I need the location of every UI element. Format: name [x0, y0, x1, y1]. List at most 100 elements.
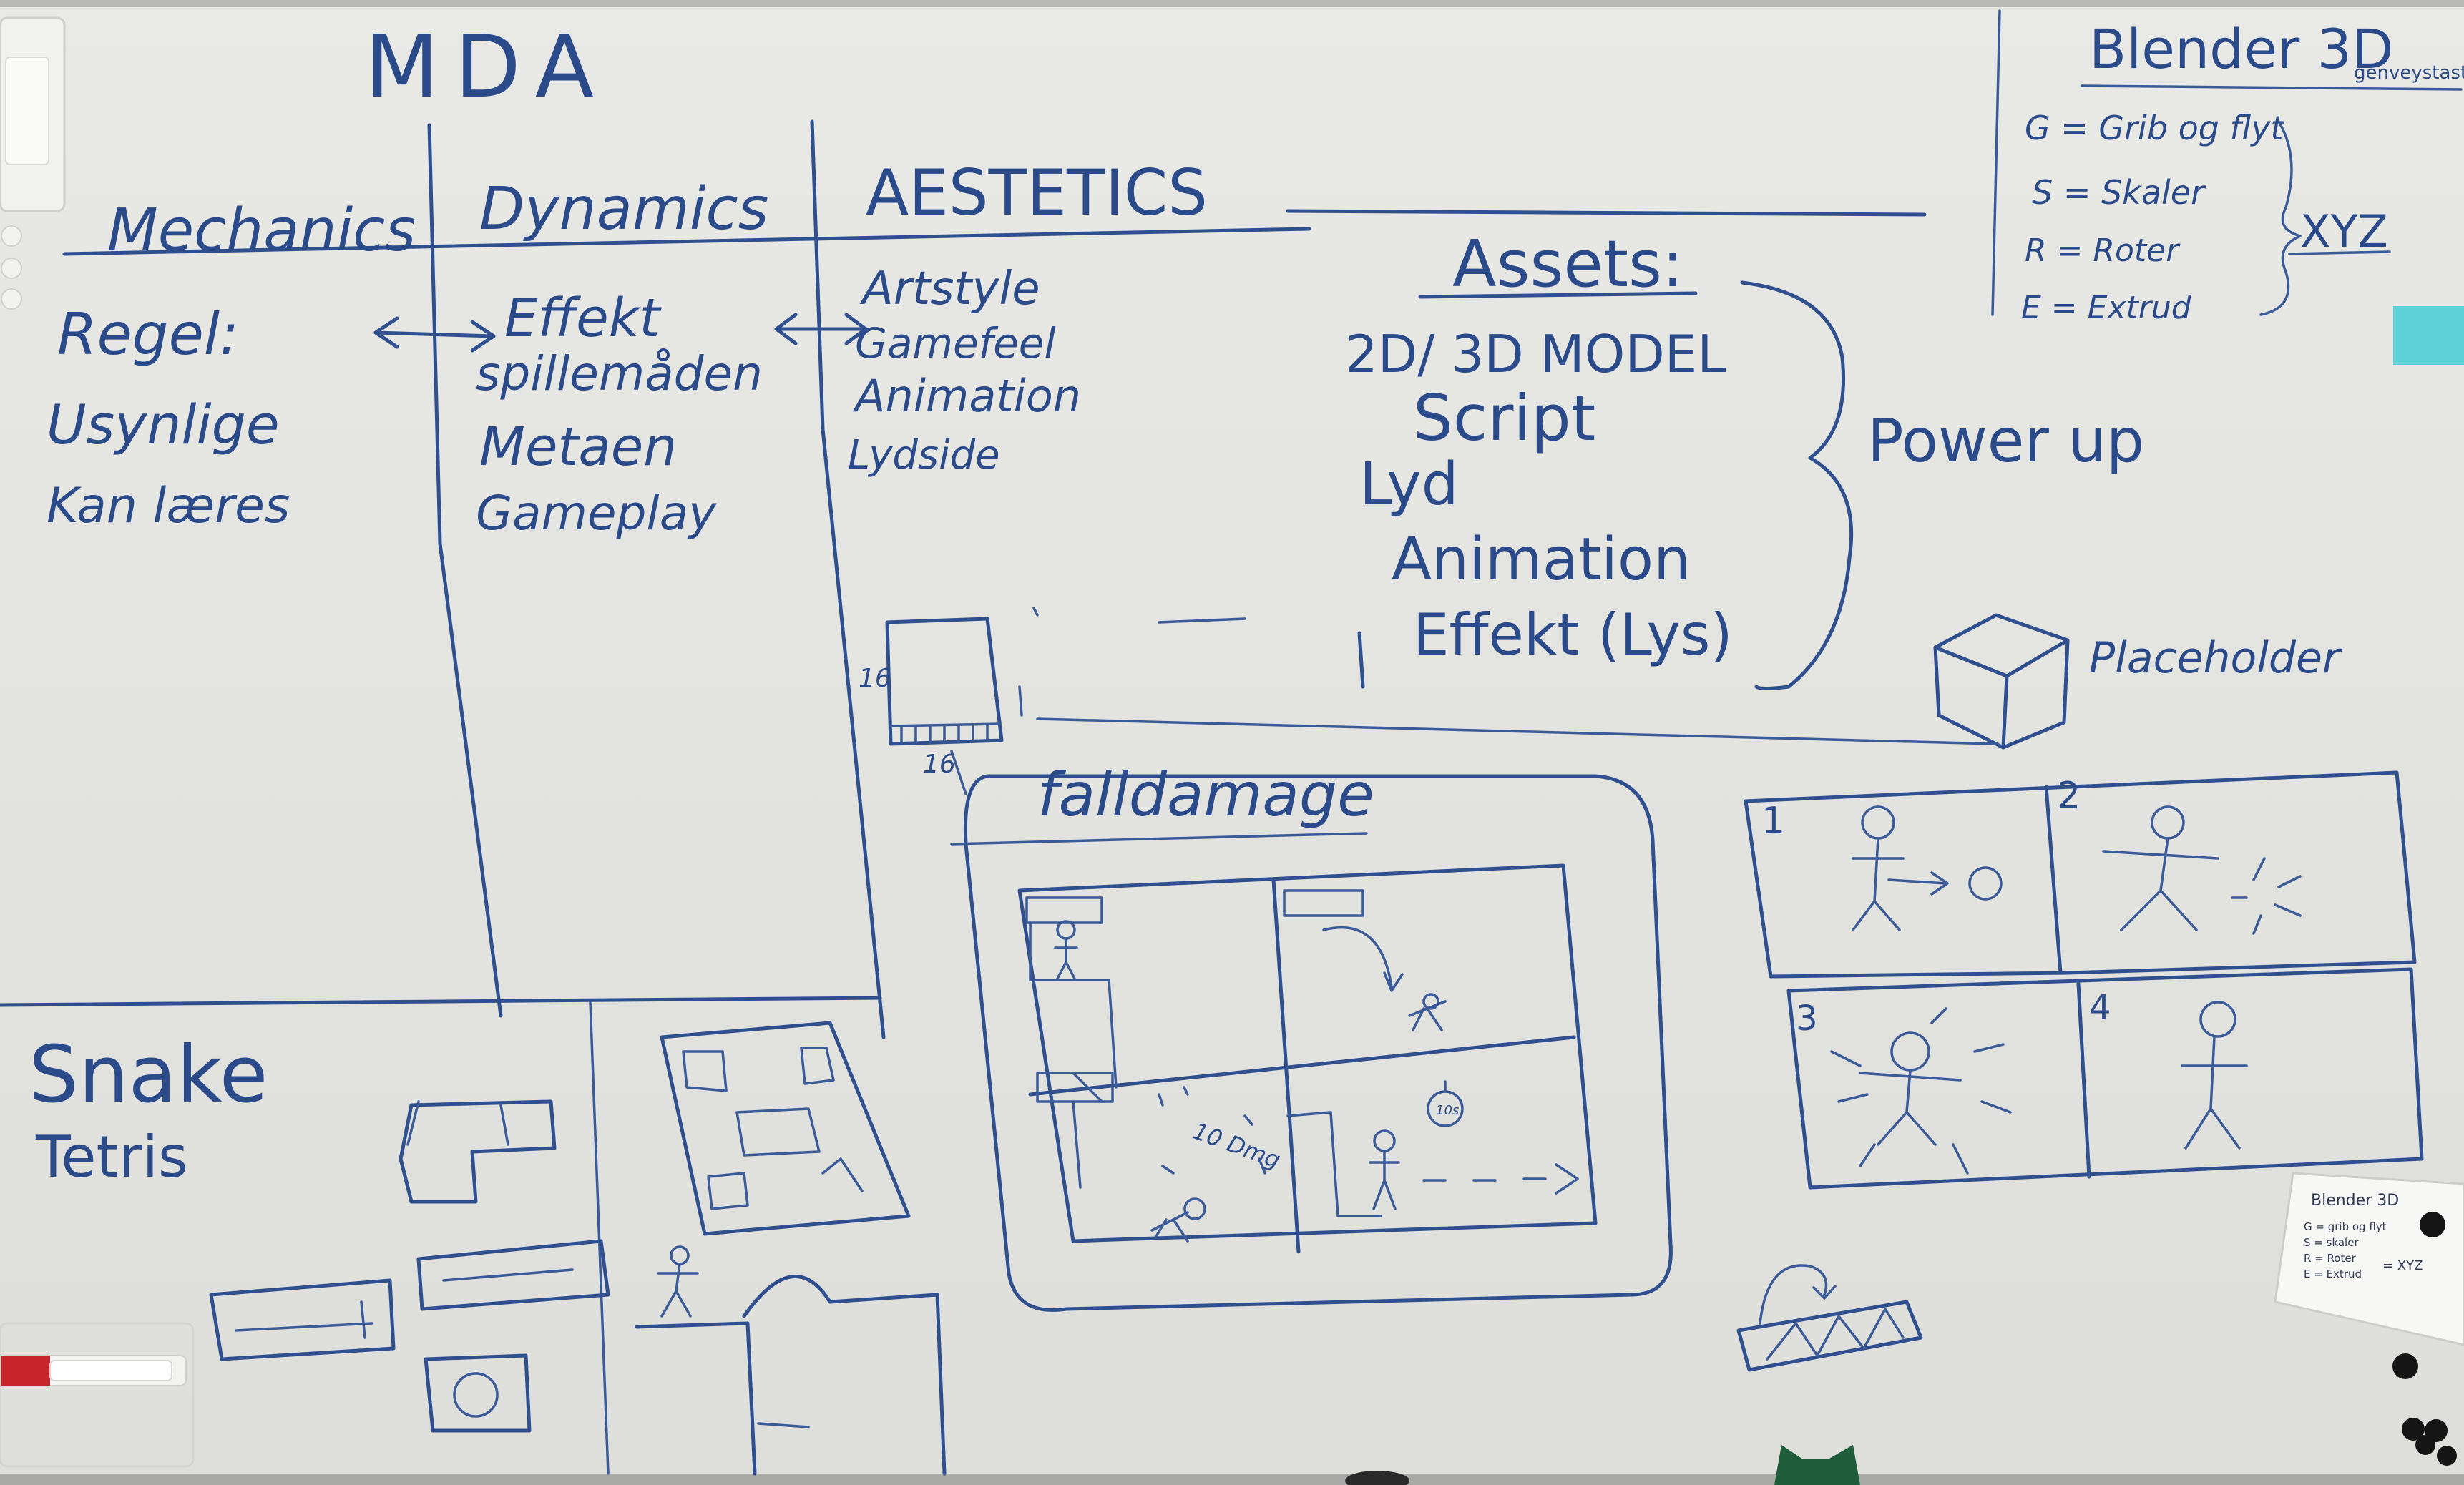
paper-note[interactable]: Blender 3D G = grib og flyt S = skaler R… — [2274, 1172, 2464, 1346]
assets-item: Lyd — [1359, 451, 1459, 519]
aesthetics-line: Gamefeel — [855, 319, 1056, 368]
comic-divider — [2044, 785, 2063, 975]
comic-frame-top — [1744, 770, 2417, 979]
magnet — [2437, 1446, 2457, 1466]
blender-underline — [2081, 84, 2463, 91]
note-line: G = grib og flyt — [2304, 1220, 2387, 1233]
comic-frame-bottom — [1786, 967, 2424, 1190]
dash-mark — [1032, 607, 1039, 617]
stick-figure-jump — [1283, 889, 1447, 1031]
tetris-piece-sketch — [399, 1099, 557, 1204]
panel-number: 2 — [2057, 775, 2081, 818]
heading-line — [950, 832, 1368, 846]
section-divider-vertical — [589, 1000, 610, 1475]
bomb-label: 10s — [1436, 1103, 1459, 1118]
aesthetics-line: Artstyle — [859, 263, 1040, 315]
sprite-square-sketch — [885, 617, 1004, 746]
magnet — [2392, 1353, 2418, 1379]
cube-sketch — [1933, 613, 2070, 750]
dark-object — [1345, 1471, 1409, 1485]
falldamage-frame — [963, 774, 1673, 1312]
dash-mark — [1018, 685, 1023, 717]
note-title: Blender 3D — [2311, 1192, 2399, 1210]
falldamage-heading: falldamage — [1037, 760, 1374, 830]
blender-shortcut: E = Extrud — [2021, 290, 2192, 326]
impact-marks — [1158, 1086, 1266, 1175]
assets-item: 2D/ 3D MODEL — [1345, 324, 1726, 384]
level-map-sketch — [660, 1021, 911, 1236]
dash-mark — [950, 750, 967, 795]
double-arrow-icon — [373, 316, 496, 353]
mechanics-line: Kan læres — [47, 478, 290, 534]
stick-figure-panel-3 — [1830, 1007, 2012, 1175]
mda-header-line — [62, 227, 1311, 256]
magnet — [1, 258, 22, 279]
magnet — [2415, 1435, 2435, 1455]
curly-brace — [1740, 280, 1854, 690]
sprite-size-label: 16 — [923, 750, 956, 779]
stick-figure-ledge — [635, 1245, 947, 1476]
note-line: R = Roter — [2304, 1252, 2357, 1265]
dash-mark — [1158, 617, 1246, 624]
magnet — [1, 225, 22, 247]
stick-figure-damage — [1036, 1072, 1206, 1243]
mda-title: MDA — [365, 18, 610, 117]
aesthetics-line: Animation — [852, 370, 1081, 422]
platform-sketch — [209, 1239, 610, 1433]
game-example: Snake — [29, 1029, 268, 1120]
blender-shortcut: R = Roter — [2025, 232, 2181, 269]
note-axes: = XYZ — [2382, 1258, 2423, 1273]
stick-figure-panel-2 — [2102, 805, 2302, 935]
dynamics-line: Effekt — [504, 288, 663, 349]
red-marker[interactable] — [0, 1355, 187, 1386]
divider-line — [1036, 717, 1998, 745]
game-example: Tetris — [35, 1124, 188, 1190]
mechanics-heading: Mechanics — [107, 197, 416, 265]
truss-doodle — [1736, 1264, 1923, 1372]
mda-divider-1 — [427, 123, 503, 1018]
blender-shortcut: G = Grib og flyt — [2025, 109, 2284, 147]
blender-divider — [1991, 9, 2001, 316]
comic-grid — [1017, 863, 1598, 1243]
assets-item: Effekt (Lys) — [1413, 602, 1733, 668]
blender-title: Blender 3D — [2089, 17, 2393, 81]
green-figure — [1774, 1445, 1860, 1485]
dynamics-heading: Dynamics — [479, 175, 768, 243]
marker-tray — [0, 1322, 195, 1468]
assets-underline — [1418, 291, 1698, 299]
assets-item: Animation — [1392, 526, 1691, 594]
mechanics-line: Regel: — [57, 301, 239, 368]
double-arrow-icon — [774, 313, 868, 345]
magnet — [1, 288, 22, 310]
dynamics-line: spillemåden — [476, 346, 763, 401]
blender-subtitle: genveystaster — [2354, 62, 2464, 84]
stick-figure-on-ledge — [1025, 896, 1118, 1089]
board-frame-top — [0, 0, 2464, 7]
stick-figure-walking — [1286, 1080, 1579, 1217]
aesthetics-heading: AESTETICS — [866, 156, 1208, 230]
magnet — [2402, 1418, 2425, 1441]
assets-item: Script — [1413, 381, 1595, 455]
magnet — [2420, 1212, 2445, 1238]
panel-number: 4 — [2089, 988, 2111, 1028]
mda-divider-2 — [810, 119, 886, 1039]
stick-figure-panel-1 — [1852, 805, 2003, 931]
panel-number: 1 — [1761, 800, 1785, 843]
powerup-label: Power up — [1867, 406, 2144, 476]
axes-underline — [2288, 250, 2391, 255]
note-line: E = Extrud — [2304, 1268, 2362, 1280]
aesthetics-line: Lydside — [848, 432, 1000, 479]
wall-switch — [0, 16, 66, 212]
stick-figure-panel-4 — [2181, 1001, 2248, 1150]
mechanics-line: Usynlige — [47, 393, 280, 456]
damage-text: 10 Dmg — [1189, 1117, 1284, 1174]
dynamics-line: Gameplay — [476, 486, 717, 541]
placeholder-label: Placeholder — [2089, 633, 2342, 683]
blender-shortcut: S = Skaler — [2032, 173, 2206, 212]
dynamics-line: Metaen — [479, 416, 677, 478]
sprite-size-label: 16 — [859, 664, 891, 693]
comic-grid-divider — [1028, 1035, 1576, 1097]
comic-divider — [2076, 981, 2091, 1179]
note-line: S = skaler — [2304, 1236, 2359, 1249]
